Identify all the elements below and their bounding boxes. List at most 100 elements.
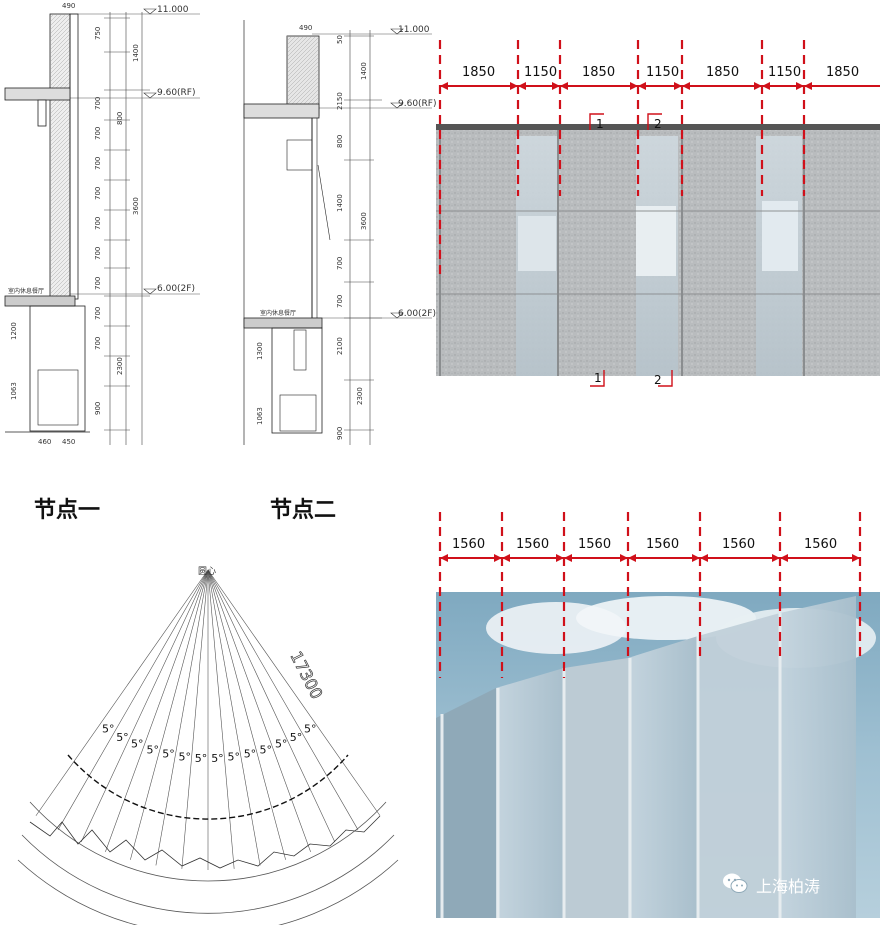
level-label: 11.000 bbox=[398, 25, 430, 35]
fan-ray bbox=[207, 569, 261, 866]
svg-text:1400: 1400 bbox=[360, 62, 368, 80]
svg-text:2300: 2300 bbox=[116, 357, 124, 375]
svg-text:700: 700 bbox=[94, 217, 102, 230]
section-mark: 2 bbox=[654, 373, 662, 387]
fan-ray bbox=[207, 569, 336, 843]
spacing-label: 1850 bbox=[582, 65, 615, 80]
svg-text:1400: 1400 bbox=[336, 194, 344, 212]
level-label: 6.00(2F) bbox=[398, 309, 436, 319]
svg-text:1063: 1063 bbox=[10, 382, 18, 400]
fan-ray bbox=[105, 569, 209, 853]
svg-text:750: 750 bbox=[94, 27, 102, 40]
section-drawing-1: 11.000 9.60(RF) 6.00(2F) 490 室内休息餐厅 460 … bbox=[4, 2, 200, 446]
spacing-labels: 1850 1150 1850 1150 1850 1150 1850 bbox=[462, 65, 859, 80]
angle-label: 5° bbox=[260, 743, 273, 756]
room-label: 室内休息餐厅 bbox=[260, 309, 296, 317]
section-mark: 2 bbox=[654, 117, 662, 131]
fan-plan: 圆心 17300 5°5°5°5°5°5°5°5°5°5°5°5°5°5° bbox=[17, 566, 399, 925]
fan-ray bbox=[181, 569, 209, 869]
svg-text:900: 900 bbox=[94, 402, 102, 415]
radius-label: 17300 bbox=[286, 648, 326, 702]
bottom-width: 450 bbox=[62, 438, 75, 446]
angle-label: 5° bbox=[290, 731, 303, 744]
spacing-label: 1150 bbox=[646, 65, 679, 80]
svg-text:50: 50 bbox=[336, 35, 344, 44]
spacing-label: 1560 bbox=[516, 537, 549, 552]
angle-label: 5° bbox=[102, 723, 115, 736]
angle-label: 5° bbox=[244, 748, 257, 761]
svg-text:700: 700 bbox=[94, 337, 102, 350]
svg-text:1400: 1400 bbox=[132, 44, 140, 62]
svg-text:3600: 3600 bbox=[360, 212, 368, 230]
spacing-labels: 1560 1560 1560 1560 1560 1560 bbox=[452, 537, 837, 552]
svg-text:900: 900 bbox=[336, 427, 344, 440]
angle-label: 5° bbox=[228, 750, 241, 763]
watermark: 上海柏涛 bbox=[722, 872, 820, 898]
section-drawing-2: 11.000 9.60(RF) 6.00(2F) 490 室内休息餐厅 50 2… bbox=[243, 20, 437, 445]
angle-label: 5° bbox=[146, 743, 159, 756]
wechat-icon bbox=[722, 872, 748, 898]
top-width: 490 bbox=[62, 2, 75, 10]
svg-text:700: 700 bbox=[94, 157, 102, 170]
angle-label: 5° bbox=[275, 738, 288, 751]
spacing-label: 1150 bbox=[768, 65, 801, 80]
bottom-width: 460 bbox=[38, 438, 51, 446]
fan-ray bbox=[155, 569, 209, 866]
room-label: 室内休息餐厅 bbox=[8, 287, 44, 295]
svg-text:700: 700 bbox=[94, 127, 102, 140]
spacing-label: 1560 bbox=[452, 537, 485, 552]
section-mark: 1 bbox=[596, 117, 604, 131]
svg-text:700: 700 bbox=[94, 97, 102, 110]
fan-ray bbox=[35, 569, 209, 816]
fan-ray bbox=[207, 569, 286, 860]
svg-text:1063: 1063 bbox=[256, 407, 264, 425]
center-label: 圆心 bbox=[198, 566, 216, 577]
level-label: 9.60(RF) bbox=[157, 88, 196, 98]
watermark-text: 上海柏涛 bbox=[756, 877, 821, 896]
angle-label: 5° bbox=[195, 752, 208, 765]
angle-label: 5° bbox=[178, 750, 191, 763]
spacing-label: 1150 bbox=[524, 65, 557, 80]
top-width: 490 bbox=[299, 24, 312, 32]
angle-label: 5° bbox=[211, 752, 224, 765]
fan-ray bbox=[57, 569, 209, 830]
spacing-label: 1560 bbox=[722, 537, 755, 552]
dim-labels: 50 2150 800 1400 700 700 2100 2300 900 1… bbox=[256, 35, 368, 440]
elevation-top: 1850 1150 1850 1150 1850 1150 1850 1 2 1… bbox=[436, 40, 880, 387]
spacing-label: 1850 bbox=[826, 65, 859, 80]
svg-text:3600: 3600 bbox=[132, 197, 140, 215]
svg-text:1300: 1300 bbox=[256, 342, 264, 360]
svg-text:700: 700 bbox=[94, 307, 102, 320]
node-title-1: 节点一 bbox=[34, 498, 101, 523]
angle-label: 5° bbox=[162, 748, 175, 761]
fan-ray bbox=[207, 569, 235, 869]
fan-ray bbox=[207, 569, 381, 816]
elevation-bottom: 1560 1560 1560 1560 1560 1560 bbox=[436, 512, 880, 918]
svg-text:700: 700 bbox=[336, 257, 344, 270]
node-title-2: 节点二 bbox=[270, 498, 337, 523]
svg-text:1200: 1200 bbox=[10, 322, 18, 340]
spacing-label: 1850 bbox=[706, 65, 739, 80]
level-label: 6.00(2F) bbox=[157, 284, 195, 294]
section-mark: 1 bbox=[594, 371, 602, 385]
svg-text:800: 800 bbox=[336, 135, 344, 148]
spacing-label: 1560 bbox=[804, 537, 837, 552]
svg-text:2300: 2300 bbox=[356, 387, 364, 405]
svg-text:2150: 2150 bbox=[336, 92, 344, 110]
fan-ray bbox=[80, 569, 209, 843]
level-label: 11.000 bbox=[157, 5, 189, 15]
dim-labels: 750 700 700 700 700 700 700 700 700 700 … bbox=[10, 27, 140, 415]
spacing-label: 1560 bbox=[646, 537, 679, 552]
fan-ray bbox=[207, 569, 311, 853]
spacing-label: 1560 bbox=[578, 537, 611, 552]
svg-text:700: 700 bbox=[336, 295, 344, 308]
fan-ray bbox=[130, 569, 209, 860]
angle-labels: 5°5°5°5°5°5°5°5°5°5°5°5°5°5° bbox=[102, 723, 317, 765]
level-label: 9.60(RF) bbox=[398, 99, 437, 109]
svg-text:800: 800 bbox=[116, 112, 124, 125]
spacing-label: 1850 bbox=[462, 65, 495, 80]
angle-label: 5° bbox=[116, 731, 128, 744]
angle-label: 5° bbox=[304, 723, 317, 736]
svg-text:2100: 2100 bbox=[336, 337, 344, 355]
fan-ray bbox=[207, 569, 359, 830]
